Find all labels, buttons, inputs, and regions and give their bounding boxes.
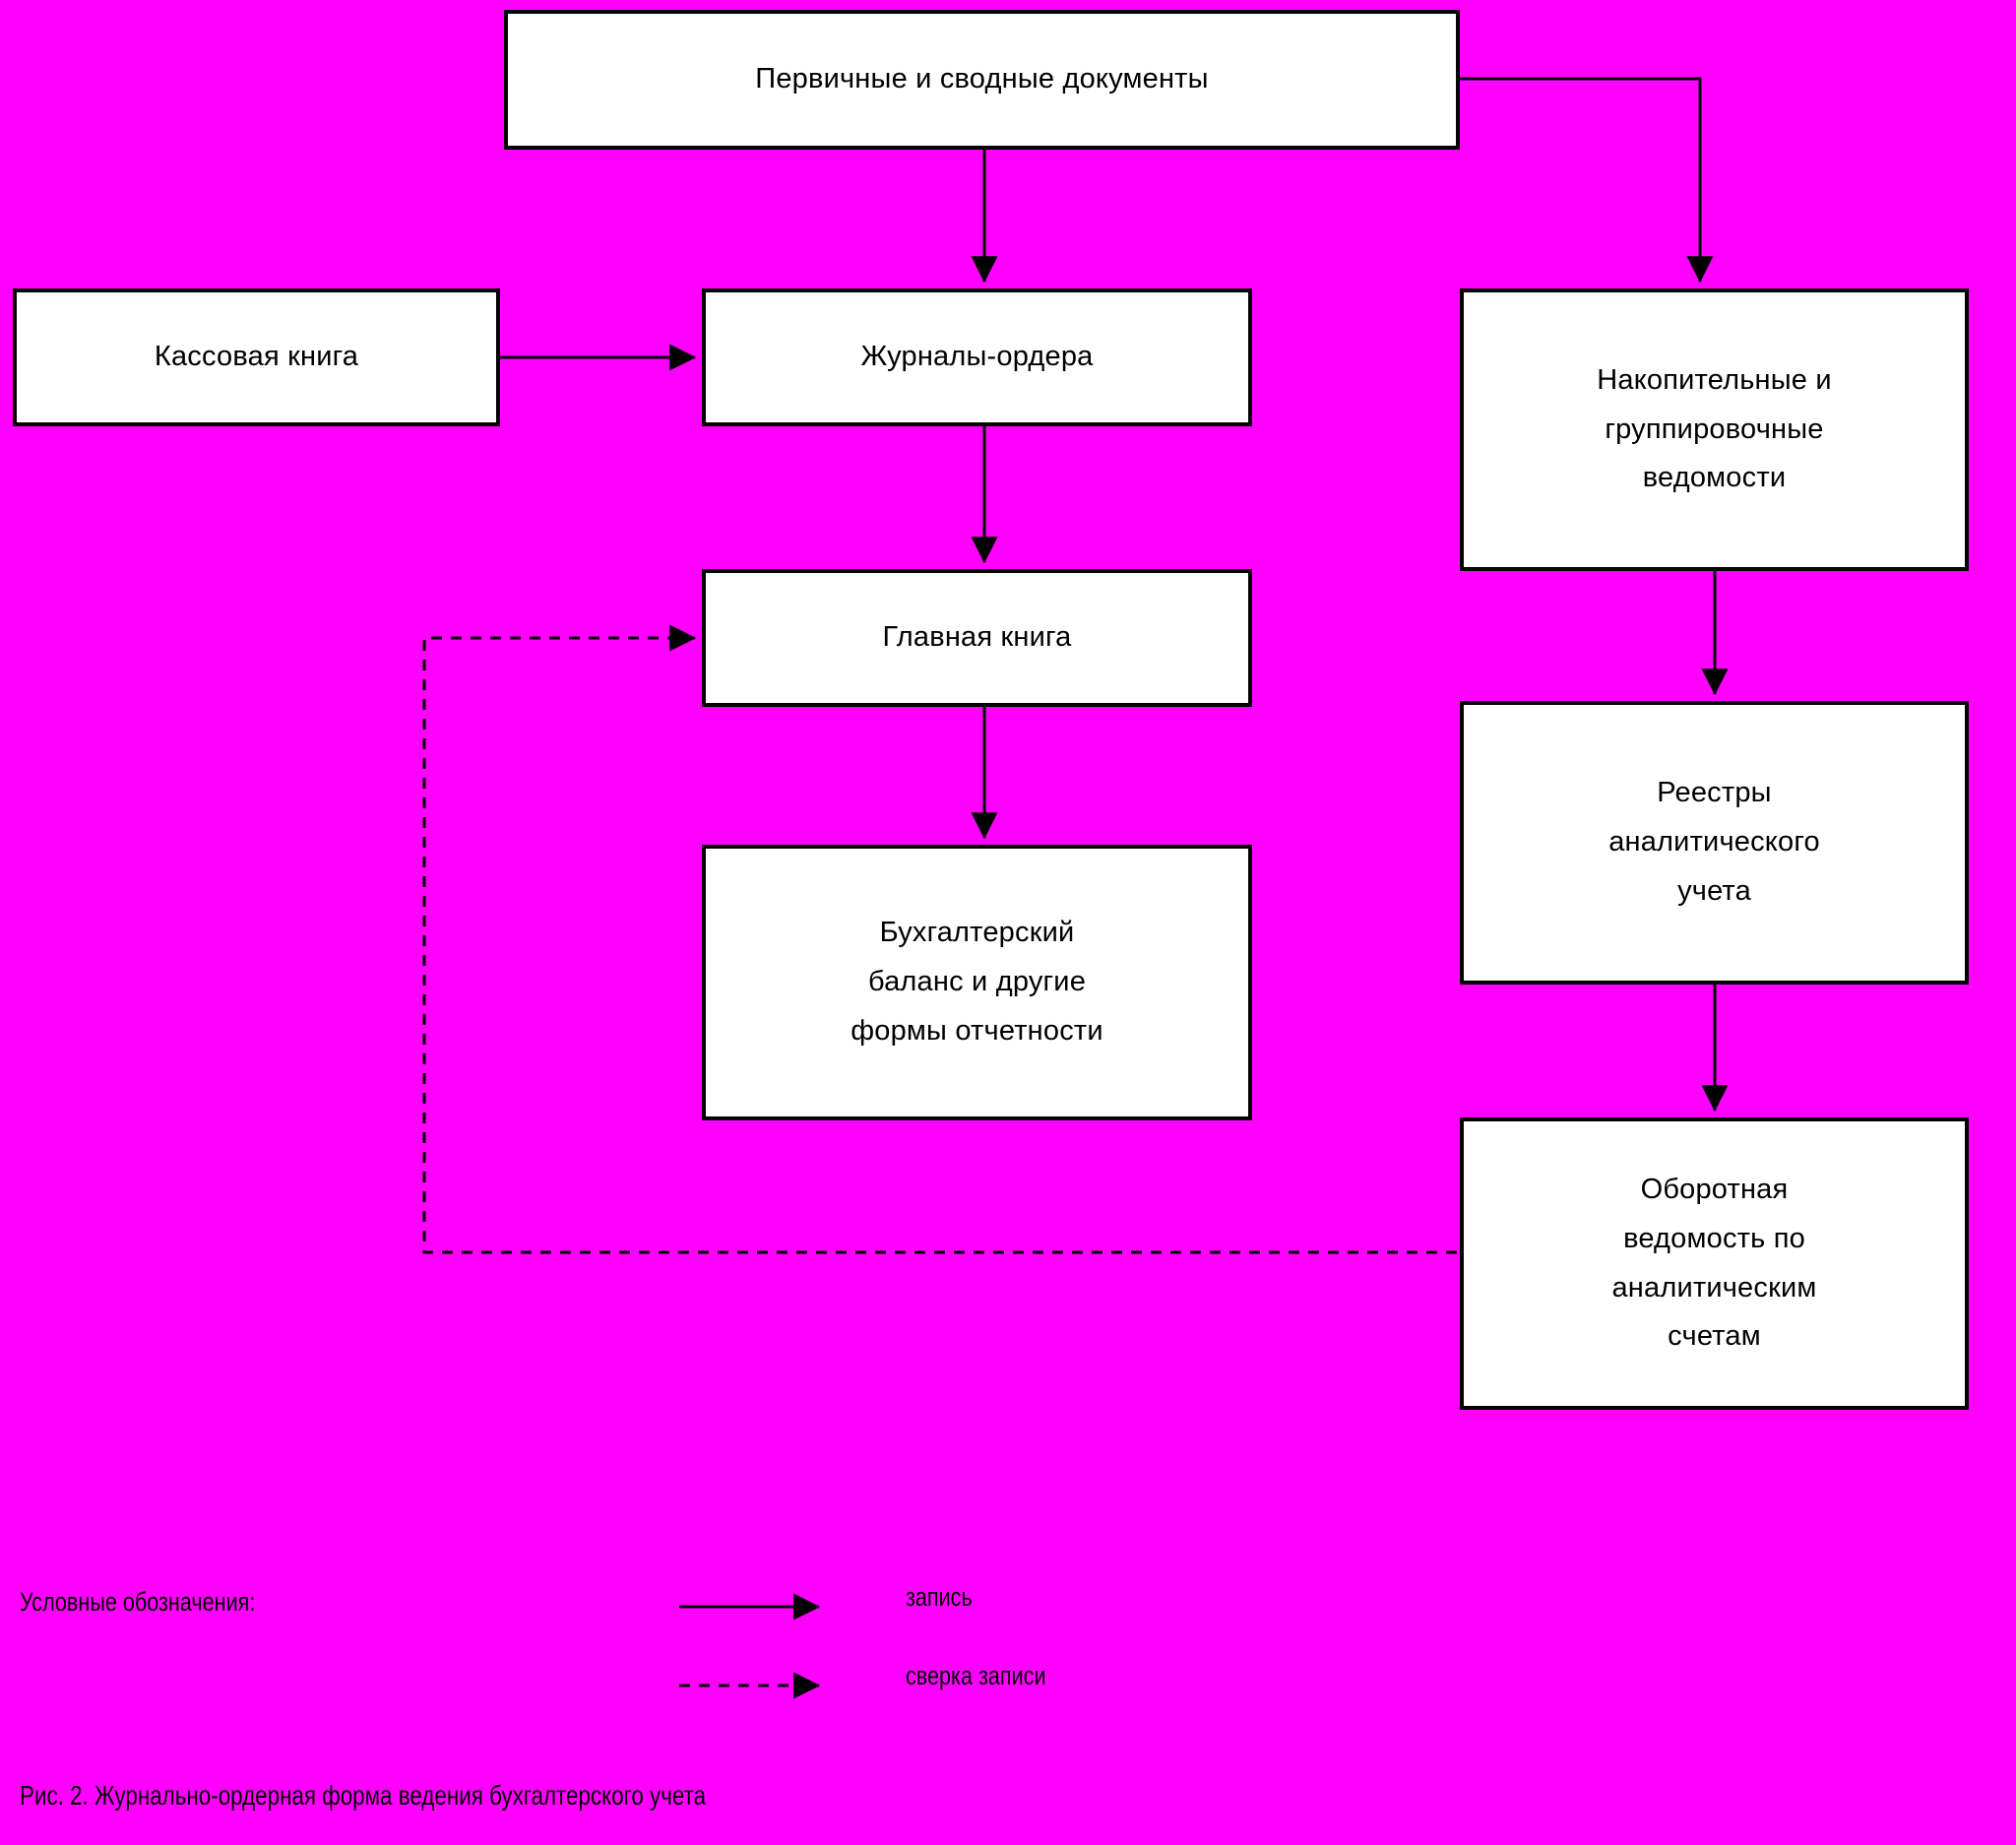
legend-entry-record-label: запись [906, 1582, 973, 1612]
node-analytical-registers-line-2: аналитического [1608, 826, 1820, 859]
node-general-ledger-line-1: Главная книга [882, 621, 1072, 654]
node-balance-sheet-and-reports[interactable]: Бухгалтерский баланс и другие формы отче… [702, 845, 1252, 1120]
node-turnover-sheet-analytical-accounts[interactable]: Оборотная ведомость по аналитическим сче… [1460, 1117, 1969, 1410]
node-turnover-sheet-analytical-accounts-line-2: ведомость по [1623, 1222, 1805, 1254]
node-analytical-registers-line-1: Реестры [1657, 777, 1772, 809]
node-accumulative-grouping-sheets-line-3: ведомости [1642, 462, 1787, 494]
node-balance-sheet-and-reports-line-3: формы отчетности [850, 1014, 1103, 1047]
legend-title: Условные обозначения: [20, 1587, 256, 1617]
legend-entry-reconciliation-label: сверка записи [906, 1661, 1046, 1690]
node-turnover-sheet-analytical-accounts-line-4: счетам [1668, 1320, 1761, 1353]
node-analytical-registers-line-3: учета [1677, 874, 1751, 907]
node-order-journals[interactable]: Журналы-ордера [702, 288, 1252, 426]
node-accumulative-grouping-sheets-line-2: группировочные [1605, 413, 1824, 445]
node-turnover-sheet-analytical-accounts-line-1: Оборотная [1640, 1173, 1789, 1205]
edge-primary-to-accumulative [1460, 77, 1714, 284]
figure-caption: Рис. 2. Журнально-ордерная форма ведения… [20, 1780, 707, 1811]
node-primary-documents[interactable]: Первичные и сводные документы [504, 10, 1460, 150]
node-cash-book-line-1: Кассовая книга [154, 341, 359, 373]
node-primary-documents-line-1: Первичные и сводные документы [755, 63, 1209, 95]
node-general-ledger[interactable]: Главная книга [702, 569, 1252, 707]
node-balance-sheet-and-reports-line-2: баланс и другие [867, 966, 1087, 998]
node-turnover-sheet-analytical-accounts-line-3: аналитическим [1611, 1271, 1817, 1304]
node-accumulative-grouping-sheets[interactable]: Накопительные и группировочные ведомости [1460, 288, 1969, 571]
node-order-journals-line-1: Журналы-ордера [860, 341, 1094, 373]
node-analytical-registers[interactable]: Реестры аналитического учета [1460, 701, 1969, 985]
node-balance-sheet-and-reports-line-1: Бухгалтерский [879, 917, 1075, 949]
node-cash-book[interactable]: Кассовая книга [13, 288, 500, 426]
node-accumulative-grouping-sheets-line-1: Накопительные и [1597, 363, 1832, 396]
